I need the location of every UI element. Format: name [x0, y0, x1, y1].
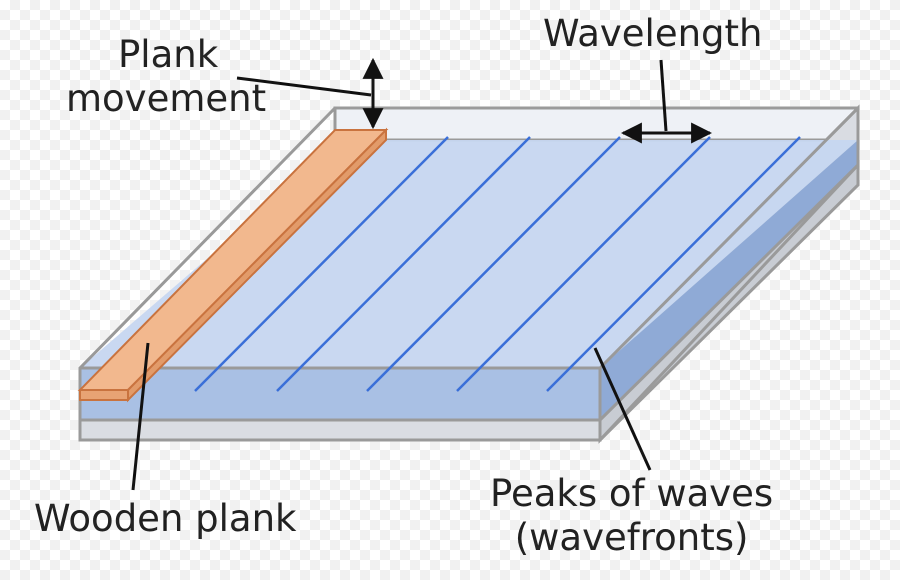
wavefront: [546, 136, 801, 392]
peaks-leader: [593, 347, 652, 471]
plank-movement-label: Plank movement: [66, 33, 266, 121]
plank-movement-leader: [236, 76, 372, 97]
peaks-label-line1: Peaks of waves: [490, 472, 774, 515]
tank-outline: [78, 106, 860, 442]
tank-corner-edge: [598, 106, 860, 370]
tank-back-wall: [333, 106, 860, 142]
wooden-plank-front: [79, 389, 129, 401]
water-right-side: [600, 140, 858, 420]
tank-bottom-front: [78, 418, 602, 442]
wavefront: [456, 136, 711, 392]
plank-movement-label-line1: Plank: [118, 33, 219, 76]
wooden-plank-side: [127, 127, 387, 403]
wooden-plank-label: Wooden plank: [34, 497, 297, 540]
water-front-side: [80, 368, 600, 420]
wavelength-label: Wavelength: [543, 12, 763, 55]
wooden-plank-leader: [131, 342, 150, 491]
wavefront: [366, 136, 621, 392]
peaks-label-line2: (wavefronts): [514, 516, 749, 559]
wavelength-leader: [659, 59, 668, 132]
wavefront: [276, 136, 531, 392]
plank-movement-label-line2: movement: [66, 77, 267, 120]
wavefront: [194, 136, 449, 392]
peaks-of-waves-label: Peaks of waves (wavefronts): [490, 472, 773, 560]
